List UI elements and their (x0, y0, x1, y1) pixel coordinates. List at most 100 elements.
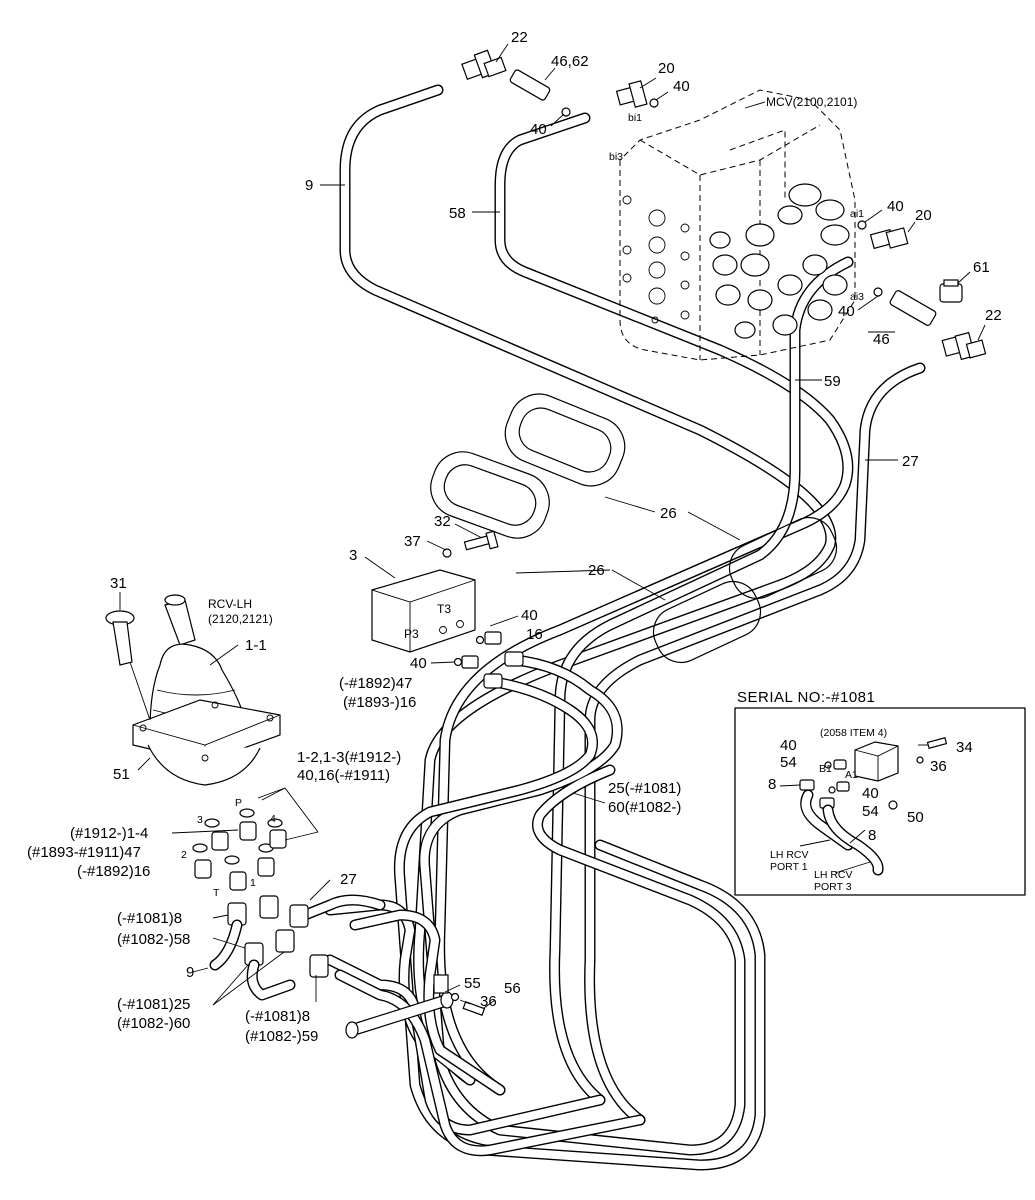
callout-60a: (#1082-)60 (117, 1015, 190, 1032)
inset-port-b1: B1 (819, 763, 832, 775)
rcv-port-1: 1 (250, 877, 256, 889)
callout-58b: (#1082-)58 (117, 931, 190, 948)
rcv-port-p: P (235, 797, 242, 809)
callout-59: 59 (824, 373, 841, 390)
rcv-sub-label: (2120,2121) (208, 612, 273, 626)
inset-callout-50: 50 (907, 809, 924, 826)
callout-26a: 26 (660, 505, 677, 522)
rcv-port-t: T (213, 887, 220, 899)
callout-47a: (-#1892)47 (339, 675, 412, 692)
callout-59b: (#1082-)59 (245, 1028, 318, 1045)
rcv-joystick (132, 594, 281, 786)
callout-37: 37 (404, 533, 421, 550)
callout-8a: (-#1081)8 (117, 910, 182, 927)
port-p3: P3 (404, 627, 419, 641)
inset-callout-54b: 54 (862, 803, 879, 820)
port-t3: T3 (437, 602, 451, 616)
callout-61: 61 (973, 259, 990, 276)
port-bi1: bi1 (628, 112, 642, 124)
clamp-55 (345, 974, 486, 1039)
callout-40c: 40 (887, 198, 904, 215)
fitting-22-right (941, 331, 987, 361)
callout-40e: 40 (521, 607, 538, 624)
inset-callout-8a: 8 (768, 776, 776, 793)
inset-port1-b: PORT 1 (770, 861, 808, 873)
hose-bundle (299, 84, 926, 1171)
callout-16c: (-#1892)16 (77, 863, 150, 880)
callout-27b: 27 (340, 871, 357, 888)
callout-36a: 36 (480, 993, 497, 1010)
callout-47b: (#1893-#1911)47 (27, 844, 141, 861)
callout-25b: 25(-#1081) (608, 780, 681, 797)
callout-1-1: 1-1 (245, 637, 267, 654)
port-ai1: ai1 (850, 208, 864, 220)
inset-callout-40b: 40 (862, 785, 879, 802)
callout-16b: (#1893-)16 (343, 694, 416, 711)
inset-callout-54a: 54 (780, 754, 797, 771)
callout-1-4: (#1912-)1-4 (70, 825, 148, 842)
callout-9b: 9 (186, 964, 194, 981)
callout-55: 55 (464, 975, 481, 992)
callout-56: 56 (504, 980, 521, 997)
inset-serial-box (734, 707, 1026, 896)
inset-callout-8b: 8 (868, 827, 876, 844)
fitting-46-62 (509, 69, 551, 101)
port-ai3: ai3 (850, 291, 864, 303)
fitting-46 (889, 290, 937, 326)
inset-labels: SERIAL NO:-#1081 (2058 ITEM 4) 34 36 40 … (737, 689, 973, 893)
callout-40-16: 40,16(-#1911) (297, 767, 390, 784)
inset-callout-40a: 40 (780, 737, 797, 754)
callout-26b: 26 (588, 562, 605, 579)
bolt-31 (105, 610, 151, 721)
inset-callout-36: 36 (930, 758, 947, 775)
cap-61 (939, 279, 963, 303)
inset-port3-a: LH RCV (814, 869, 853, 881)
main-control-valve (619, 89, 856, 361)
callout-32: 32 (434, 513, 451, 530)
block-3 (371, 569, 476, 653)
p3-fittings (453, 631, 524, 689)
callout-51: 51 (113, 766, 130, 783)
callout-46: 46 (873, 331, 890, 348)
callout-22a: 22 (511, 29, 528, 46)
rcv-port-2: 2 (181, 849, 187, 861)
component-labels: MCV(2100,2101) bi1 bi3 ai1 ai3 RCV-LH (2… (181, 95, 864, 899)
callout-40f: 40 (410, 655, 427, 672)
rcv-label: RCV-LH (208, 597, 252, 611)
rcv-hose-ends (209, 895, 329, 1001)
callout-20b: 20 (915, 207, 932, 224)
callout-8b: (-#1081)8 (245, 1008, 310, 1025)
clamp-26 (430, 393, 838, 663)
rcv-port-3: 3 (197, 814, 203, 826)
callout-3: 3 (349, 547, 357, 564)
callout-40d: 40 (838, 303, 855, 320)
callout-60b: 60(#1082-) (608, 799, 681, 816)
fitting-20-top (615, 80, 648, 108)
callout-40a: 40 (673, 78, 690, 95)
callout-22b: 22 (985, 307, 1002, 324)
callout-25a: (-#1081)25 (117, 996, 190, 1013)
fitting-22-top (461, 49, 507, 81)
inset-callout-34: 34 (956, 739, 973, 756)
mcv-label: MCV(2100,2101) (766, 95, 857, 109)
inset-item: (2058 ITEM 4) (820, 727, 887, 739)
inset-port-a1: A1 (845, 769, 858, 781)
callout-1-2: 1-2,1-3(#1912-) (297, 749, 401, 766)
fitting-20-right (869, 227, 909, 250)
callout-16a: 16 (526, 626, 543, 643)
callout-46-62: 46,62 (551, 53, 589, 70)
callout-27a: 27 (902, 453, 919, 470)
rcv-port-fittings (192, 808, 287, 891)
port-bi3: bi3 (609, 151, 623, 163)
callout-9a: 9 (305, 177, 313, 194)
rcv-port-4: 4 (270, 813, 276, 825)
callout-31: 31 (110, 575, 127, 592)
inset-port3-b: PORT 3 (814, 881, 852, 893)
callout-labels: 22 46,62 20 40 40 9 58 40 20 61 40 22 46… (27, 29, 1002, 1045)
callout-40b: 40 (530, 121, 547, 138)
leader-lines (119, 43, 986, 1009)
inset-port1-a: LH RCV (770, 849, 809, 861)
callout-58: 58 (449, 205, 466, 222)
inset-title: SERIAL NO:-#1081 (737, 689, 875, 706)
